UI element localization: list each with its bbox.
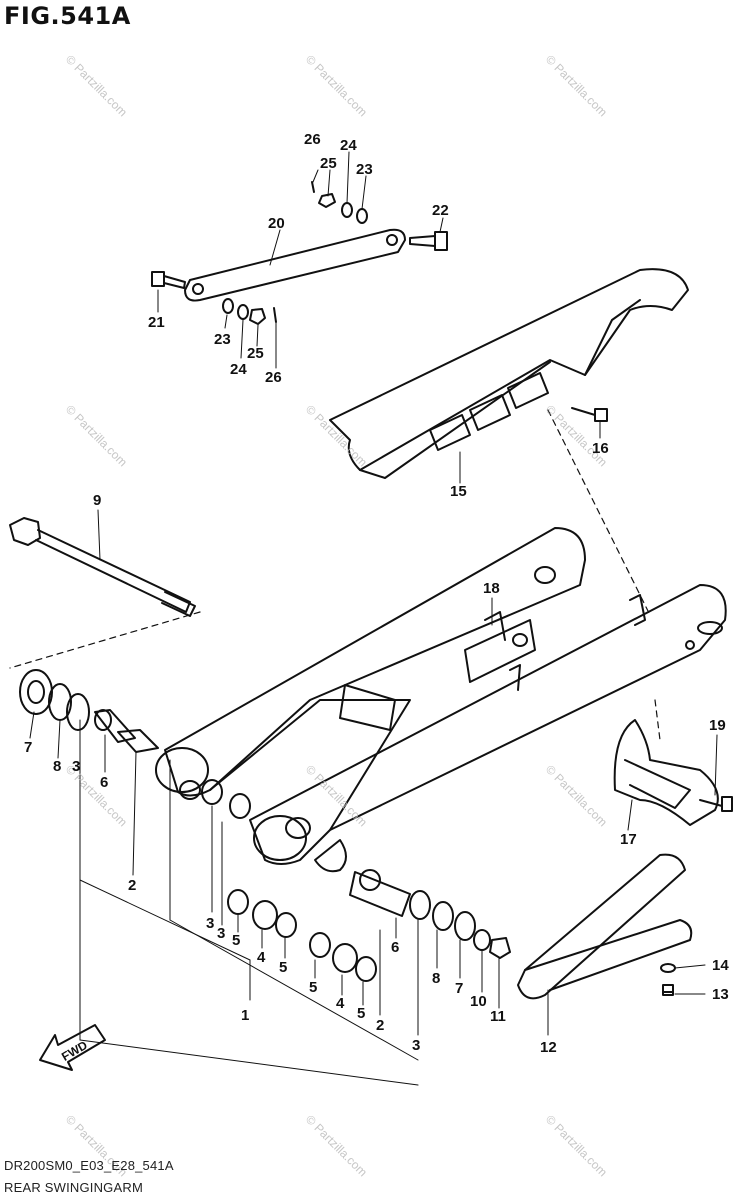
drawing-code: DR200SM0_E03_E28_541A — [4, 1158, 174, 1173]
bolt-21 — [151, 271, 186, 289]
watermark: © Partzilla.com — [63, 52, 130, 119]
callout-number: 8 — [53, 758, 61, 775]
screw-hardware — [660, 963, 676, 996]
watermark: © Partzilla.com — [303, 402, 370, 469]
callout-number: 5 — [309, 979, 317, 996]
callout-number: 3 — [412, 1037, 420, 1054]
leader-lines — [29, 151, 718, 1086]
figure-title: FIG.541A — [4, 2, 131, 30]
callout-number: 7 — [455, 980, 463, 997]
callout-number: 4 — [257, 949, 266, 966]
left-pivot-parts — [19, 669, 377, 982]
callout-number: 23 — [356, 161, 373, 178]
bolt-16 — [571, 407, 608, 422]
callout-number: 25 — [320, 155, 337, 172]
upper-hardware — [311, 181, 368, 224]
watermark: © Partzilla.com — [303, 52, 370, 119]
callout-number: 3 — [72, 758, 80, 775]
callout-number: 1 — [241, 1007, 249, 1024]
callout-number: 10 — [470, 993, 487, 1010]
callout-number: 15 — [450, 483, 467, 500]
torque-link — [184, 228, 406, 302]
callout-number: 25 — [247, 345, 264, 362]
watermark: © Partzilla.com — [303, 1112, 370, 1179]
callout-number: 16 — [592, 440, 609, 457]
callout-number: 14 — [712, 957, 729, 974]
callout-number: 8 — [432, 970, 440, 987]
callouts: 26 25 24 23 22 20 21 23 24 25 26 16 15 9… — [24, 131, 729, 1056]
callout-number: 26 — [265, 369, 282, 386]
callout-number: 3 — [206, 915, 214, 932]
callout-number: 24 — [230, 361, 247, 378]
watermark: © Partzilla.com — [63, 402, 130, 469]
drawing-name: REAR SWINGINGARM — [4, 1180, 143, 1195]
callout-number: 21 — [148, 314, 165, 331]
bracket-18 — [464, 611, 536, 691]
callout-number: 2 — [128, 877, 136, 894]
callout-number: 13 — [712, 986, 729, 1003]
fwd-arrow — [39, 1024, 106, 1071]
callout-number: 17 — [620, 831, 637, 848]
callout-number: 24 — [340, 137, 357, 154]
watermark: © Partzilla.com — [543, 52, 610, 119]
chain-slider — [517, 853, 693, 1000]
callout-number: 7 — [24, 739, 32, 756]
swingarm — [155, 527, 727, 873]
callout-number: 26 — [304, 131, 321, 148]
callout-number: 5 — [232, 932, 240, 949]
callout-number: 5 — [357, 1005, 365, 1022]
callout-number: 6 — [100, 774, 108, 791]
callout-number: 6 — [391, 939, 399, 956]
chain-case — [329, 268, 689, 479]
callout-number: 3 — [217, 925, 225, 942]
callout-number: 18 — [483, 580, 500, 597]
callout-number: 12 — [540, 1039, 557, 1056]
callout-number: 20 — [268, 215, 285, 232]
callout-number: 4 — [336, 995, 345, 1012]
callout-number: 9 — [93, 492, 101, 509]
bolt-22 — [409, 231, 448, 251]
pivot-shaft — [9, 517, 196, 617]
callout-number: 11 — [490, 1008, 506, 1025]
watermark: © Partzilla.com — [543, 762, 610, 829]
guard-17 — [613, 719, 733, 826]
callout-number: 2 — [376, 1017, 384, 1034]
lower-hardware — [222, 298, 277, 325]
callout-number: 5 — [279, 959, 287, 976]
callout-number: 23 — [214, 331, 231, 348]
callout-number: 22 — [432, 202, 449, 219]
watermark: © Partzilla.com — [543, 1112, 610, 1179]
callout-number: 19 — [709, 717, 726, 734]
dashed-leaders — [9, 409, 661, 741]
right-pivot-parts — [349, 869, 511, 959]
